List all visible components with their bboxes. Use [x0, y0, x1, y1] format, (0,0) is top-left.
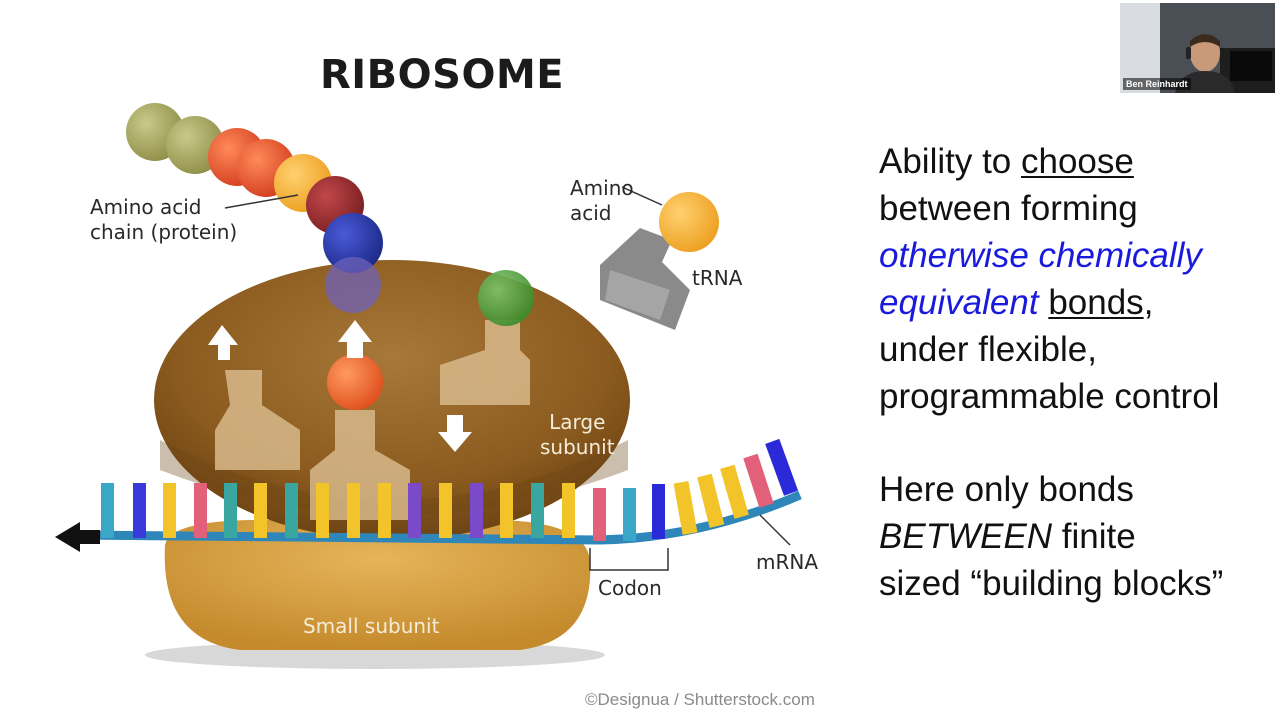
small-subunit-shape	[164, 520, 591, 650]
codon-label: Codon	[598, 576, 662, 600]
text1-line3: otherwise chemically	[879, 236, 1202, 275]
amino-acid-chain-label: Amino acid chain (protein)	[90, 195, 237, 245]
large-subunit-label-line1: Large	[549, 410, 606, 434]
arrow-up-middle	[338, 320, 372, 358]
person-head	[1190, 34, 1220, 72]
text2-line2-between: BETWEEN	[879, 517, 1053, 556]
large-subunit-label-line2: subunit	[540, 435, 615, 459]
free-amino-acid-ball	[659, 192, 719, 252]
arrow-down-right	[438, 415, 472, 452]
text-block-here-only: Here only bonds BETWEEN finite sized “bu…	[879, 466, 1223, 607]
webcam-name-label: Ben Reinhardt	[1123, 78, 1191, 90]
amino-acid-chain-label-line2: chain (protein)	[90, 220, 238, 244]
text2-line3: sized “building blocks”	[879, 564, 1224, 603]
webcam-video	[1120, 3, 1275, 93]
codon-bracket	[589, 548, 669, 571]
arrow-up-left	[208, 325, 238, 360]
text-block-ability: Ability to choose between forming otherw…	[879, 138, 1219, 420]
text1-line4-equivalent: equivalent	[879, 283, 1039, 322]
trna-ghost-right	[440, 320, 530, 405]
text1-line6: programmable control	[879, 377, 1220, 416]
text1-line4-bonds: bonds	[1048, 283, 1144, 322]
amino-acid-label: Amino acid	[570, 176, 634, 226]
text2-line2: BETWEEN finite	[879, 513, 1223, 560]
text1-line1-a: Ability to	[879, 142, 1021, 181]
text1-line2: between forming	[879, 189, 1138, 228]
nucleotide-bases	[101, 438, 799, 541]
image-credit: ©Designua / Shutterstock.com	[585, 690, 815, 709]
large-subunit-label: Large subunit	[540, 410, 615, 460]
ribosome-diagram	[55, 103, 802, 669]
webcam-thumbnail[interactable]: Ben Reinhardt	[1120, 3, 1275, 93]
trna-ghost-left	[215, 370, 300, 470]
text1-line5: under flexible,	[879, 330, 1097, 369]
small-subunit-label: Small subunit	[303, 614, 440, 638]
amino-acid-label-line2: acid	[570, 201, 612, 225]
text1-line4-comma: ,	[1143, 283, 1154, 322]
trna-label: tRNA	[692, 266, 743, 290]
amino-ball-green	[478, 270, 534, 326]
text2-line1: Here only bonds	[879, 470, 1134, 509]
mrna-left-arrow	[55, 522, 100, 552]
amino-acid-label-line1: Amino	[570, 176, 634, 200]
slide-title: RIBOSOME	[320, 52, 565, 98]
text2-line2-rest: finite	[1052, 517, 1136, 556]
amino-ball-in-ribosome	[327, 354, 383, 410]
mrna-label: mRNA	[756, 550, 819, 574]
text1-line1-choose: choose	[1021, 142, 1134, 181]
amino-acid-chain-label-line1: Amino acid	[90, 195, 202, 219]
text1-line1: Ability to choose	[879, 138, 1219, 185]
text1-line4: equivalent bonds,	[879, 279, 1219, 326]
